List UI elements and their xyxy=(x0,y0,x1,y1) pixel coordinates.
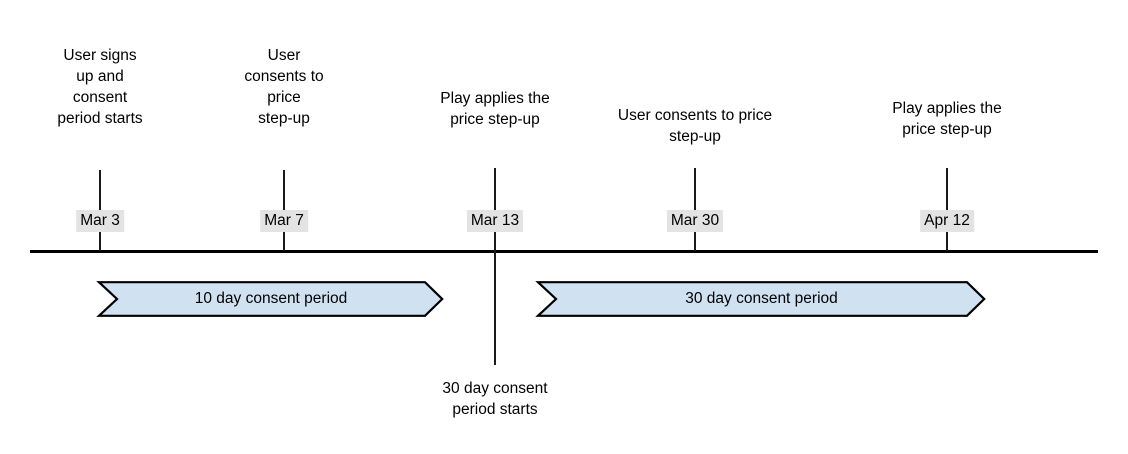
date-chip-mar-3: Mar 3 xyxy=(76,210,124,232)
consent-band-shape xyxy=(96,281,444,317)
consent-band-label-band-10-day: 10 day consent period xyxy=(194,290,348,307)
event-label-apr-12: Play applies the price step-up xyxy=(892,100,1002,138)
timeline-tick-mar-13 xyxy=(494,168,496,365)
timeline-tick-apr-12 xyxy=(946,168,948,251)
event-label-mar-3: User signs up and consent period starts xyxy=(57,47,143,127)
timeline-note-note-30-day-start: 30 day consent period starts xyxy=(442,380,548,418)
consent-band-label-band-30-day: 30 day consent period xyxy=(685,290,838,307)
timeline-tick-mar-30 xyxy=(694,168,696,251)
event-label-mar-7: User consents to price step-up xyxy=(244,47,324,127)
consent-band-band-10-day: 10 day consent period xyxy=(96,281,444,317)
event-label-mar-13: Play applies the price step-up xyxy=(440,90,550,128)
date-chip-apr-12: Apr 12 xyxy=(920,210,974,232)
timeline-axis xyxy=(30,250,1098,253)
date-chip-mar-7: Mar 7 xyxy=(260,210,308,232)
date-chip-mar-13: Mar 13 xyxy=(466,210,524,232)
date-chip-mar-30: Mar 30 xyxy=(666,210,724,232)
consent-band-band-30-day: 30 day consent period xyxy=(535,281,986,317)
event-label-mar-30: User consents to price step-up xyxy=(617,107,773,145)
consent-band-shape xyxy=(535,281,986,317)
